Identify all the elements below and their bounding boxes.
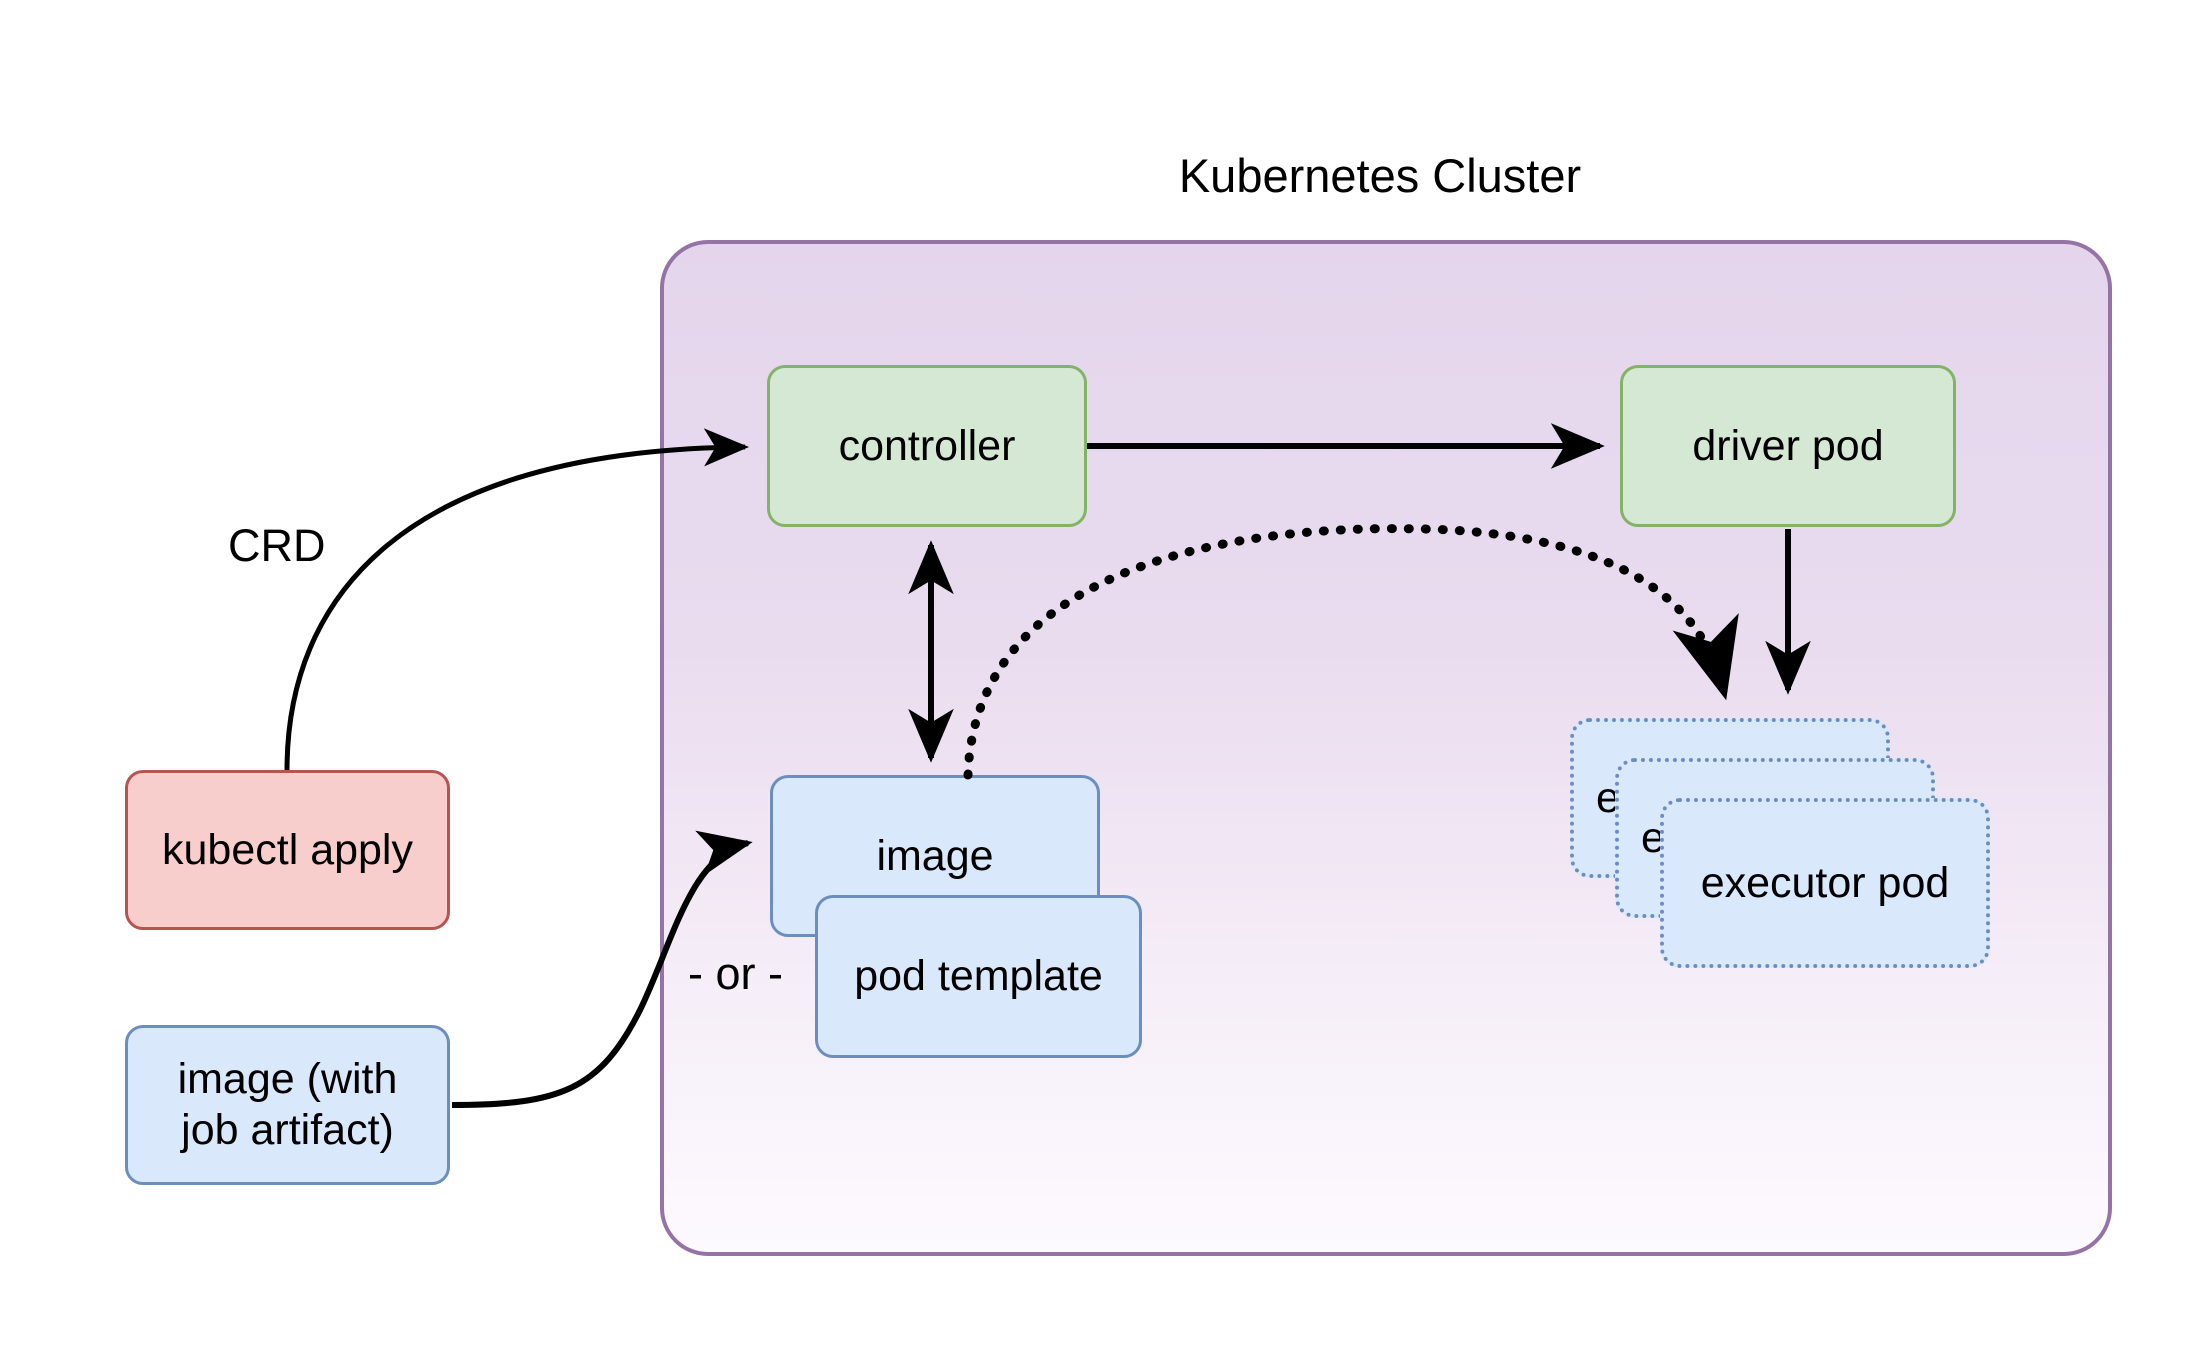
image-with-job-artifact-line2: job artifact) (181, 1106, 394, 1154)
pod-template-node[interactable]: pod template (815, 895, 1142, 1058)
executor-pod-front[interactable]: executor pod (1660, 798, 1990, 968)
image-label: image (876, 831, 994, 880)
cluster-title: Kubernetes Cluster (1178, 149, 1582, 202)
driver-pod-label: driver pod (1692, 421, 1884, 470)
image-with-job-artifact-node[interactable]: image (with job artifact) (125, 1025, 450, 1185)
executor-pod-front-label: executor pod (1700, 858, 1950, 907)
kubectl-apply-node[interactable]: kubectl apply (125, 770, 450, 930)
crd-edge-label: CRD (228, 520, 326, 571)
pod-template-label: pod template (854, 952, 1103, 1001)
driver-pod-node[interactable]: driver pod (1620, 365, 1956, 527)
controller-label: controller (838, 421, 1016, 470)
controller-node[interactable]: controller (767, 365, 1087, 527)
kubectl-apply-label: kubectl apply (162, 825, 413, 874)
or-edge-label: - or - (688, 948, 783, 999)
image-with-job-artifact-line1: image (with (177, 1055, 398, 1104)
